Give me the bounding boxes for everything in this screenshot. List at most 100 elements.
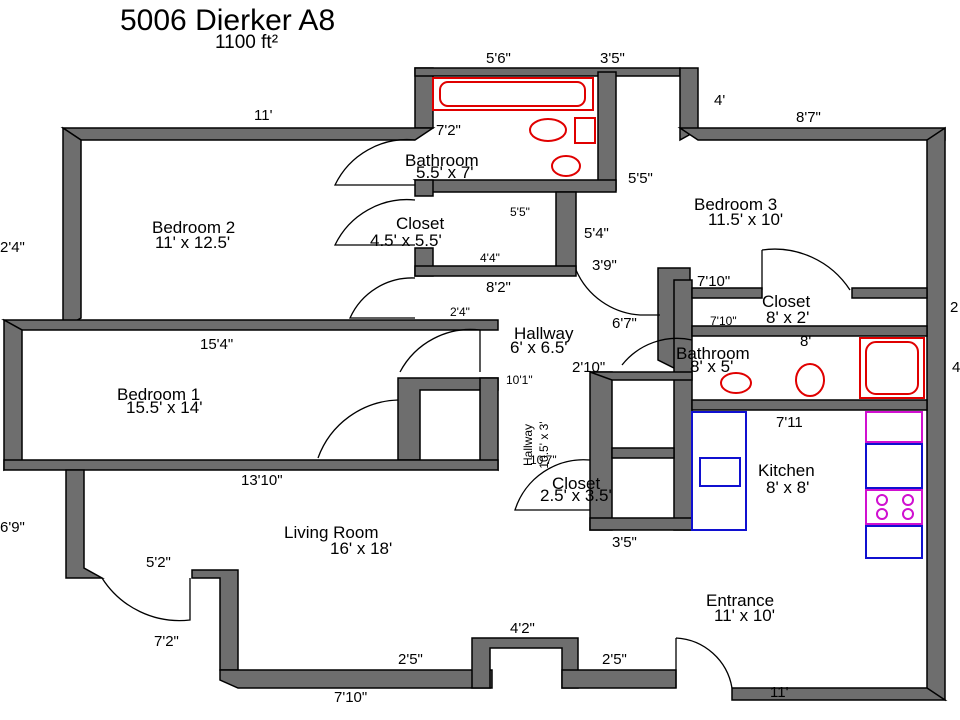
room-size: 8' x 8' — [766, 478, 809, 497]
door-swing — [333, 198, 416, 246]
dimension-label: 10'1" — [506, 373, 533, 387]
plan-area: 1100 ft² — [215, 32, 278, 53]
dimension-label: 2'4" — [0, 239, 25, 256]
dimension-label: 7'10" — [710, 314, 737, 328]
burner — [902, 508, 914, 520]
dimension-label: 7'10" — [697, 273, 730, 290]
room-name: Entrance — [706, 591, 774, 610]
doors — [101, 138, 851, 689]
dimension-label: 15'4" — [200, 336, 233, 353]
door-swing — [761, 248, 851, 291]
dimension-label: 10'7" — [530, 453, 557, 467]
plan-title: 5006 Dierker A8 — [120, 4, 335, 37]
dimension-label: 2'10" — [572, 359, 605, 376]
room-name: Closet — [396, 214, 444, 233]
dimension-label: 6'9" — [0, 519, 25, 536]
room-size: 11' x 12.5' — [155, 233, 230, 252]
wall — [597, 71, 617, 191]
wall — [673, 279, 693, 531]
dimension-label: 2'5" — [398, 651, 423, 668]
dimension-label: 3'9" — [592, 257, 617, 274]
door-swing — [348, 277, 416, 319]
wall — [926, 126, 946, 702]
room-size: 15.5' x 14' — [126, 398, 202, 417]
room-name: Hallway — [514, 324, 574, 343]
door-swing — [575, 269, 660, 316]
room-size: 11' x 10' — [714, 606, 775, 625]
wall — [691, 325, 928, 337]
stove — [865, 489, 923, 525]
door-swing — [317, 399, 399, 459]
door-swing — [399, 328, 481, 373]
room-size: 16' x 18' — [330, 539, 392, 558]
wall — [589, 371, 613, 531]
wall — [3, 318, 23, 472]
wall — [851, 287, 928, 299]
wall — [414, 67, 434, 129]
wall — [479, 377, 499, 472]
room-size: 5.5' x 7' — [416, 163, 474, 182]
dimension-label: 11' — [770, 684, 789, 701]
fixtures — [432, 77, 925, 559]
room-name: Kitchen — [758, 461, 815, 480]
room-size: 11.5' x 10' — [708, 210, 783, 229]
door-swing — [333, 138, 416, 186]
dimension-label: 4'2" — [510, 620, 535, 637]
dimension-label: 8'2" — [486, 279, 511, 296]
room-name: Closet — [552, 474, 600, 493]
burner — [876, 508, 888, 520]
dimension-label: 7'10" — [334, 689, 367, 706]
wall — [589, 517, 693, 531]
dimension-label: 8' — [800, 333, 811, 350]
dimension-label: 8'7" — [796, 109, 821, 126]
toilet-tank — [574, 117, 596, 144]
room-name: Bedroom 2 — [152, 218, 235, 237]
room-size: 4.5' x 5.5' — [370, 231, 442, 250]
wall — [414, 179, 434, 197]
room-name: Bedroom 1 — [117, 385, 200, 404]
door-swing — [675, 637, 733, 689]
wall — [65, 469, 105, 579]
room-size: 8' x 5' — [690, 357, 733, 376]
wall — [691, 287, 763, 299]
toilet — [795, 363, 825, 397]
dimension-label: 11' — [254, 107, 273, 124]
refrigerator — [865, 411, 923, 443]
dimension-label: 4 — [952, 359, 960, 376]
kitchen-cabinet — [865, 525, 923, 559]
wall — [219, 669, 493, 689]
room-name: Bathroom — [676, 344, 750, 363]
dimension-label: 3'5" — [600, 50, 625, 67]
room-size: 2.5' x 3.5' — [540, 486, 612, 505]
door-swing — [101, 577, 191, 622]
sink — [720, 372, 752, 394]
wall — [414, 67, 681, 77]
wall — [555, 191, 577, 271]
wall — [677, 127, 946, 141]
kitchen-sink — [699, 457, 741, 487]
wall — [731, 687, 948, 701]
burner — [902, 494, 914, 506]
dimension-label: 2 — [950, 299, 958, 316]
bathtub-inner — [439, 81, 586, 107]
dimension-label: 5'6" — [486, 50, 511, 67]
dimension-label: 5'2" — [146, 554, 171, 571]
room-size: 8' x 2' — [766, 308, 809, 327]
wall — [414, 265, 577, 277]
room-name: Hallway — [521, 424, 535, 466]
wall — [561, 669, 677, 689]
wall — [3, 459, 499, 471]
wall — [589, 371, 693, 381]
wall — [62, 126, 82, 330]
dimension-label: 2'4" — [450, 305, 470, 319]
dimension-label: 5'5" — [628, 170, 653, 187]
kitchen-cabinet — [865, 443, 923, 489]
wall — [60, 127, 436, 141]
room-name: Closet — [762, 292, 810, 311]
wall — [611, 447, 675, 459]
dimension-label: 6'7" — [612, 315, 637, 332]
wall — [191, 569, 239, 671]
room-size: 10.5' x 3' — [537, 421, 551, 468]
dimension-label: 4'4" — [480, 251, 500, 265]
